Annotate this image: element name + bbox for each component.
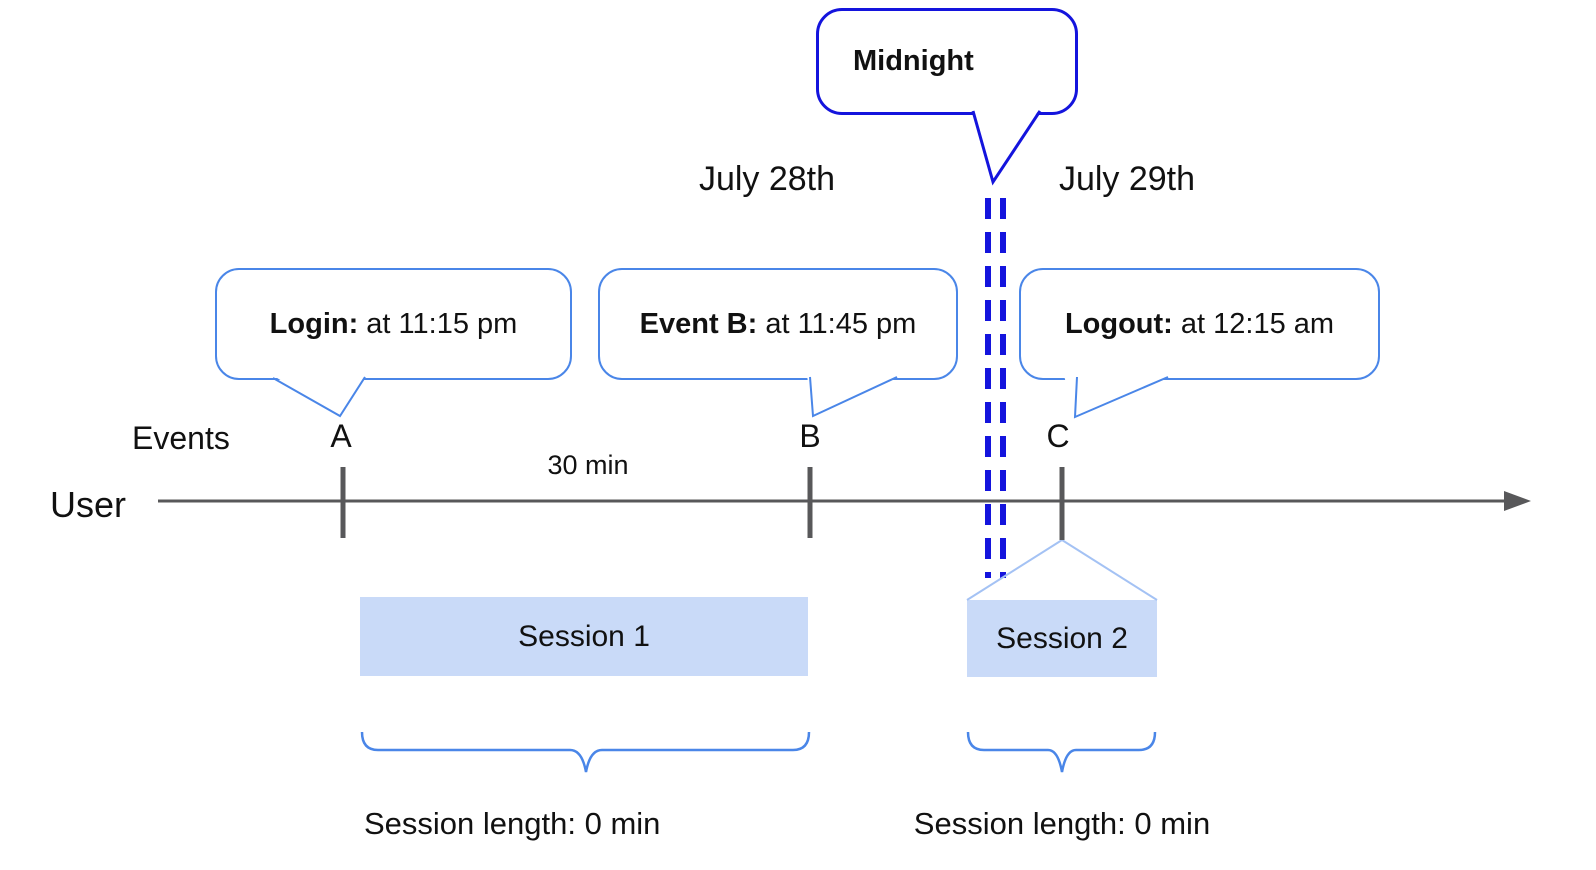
event-marker-a: A xyxy=(330,418,352,454)
logout-callout-title: Logout: xyxy=(1064,307,1173,340)
login-callout-time: at 11:15 pm xyxy=(358,307,518,340)
event-b-callout-time: at 11:45 pm xyxy=(757,307,917,340)
user-axis-label: User xyxy=(50,484,127,525)
midnight-callout-tail xyxy=(971,108,1042,186)
session-2-label: Session 2 xyxy=(996,621,1128,655)
event-b-callout-tail xyxy=(807,375,899,418)
session-1-brace xyxy=(360,731,811,773)
session-1-box: Session 1 xyxy=(360,597,808,676)
midnight-callout-label: Midnight xyxy=(853,45,974,77)
session-2-length-label: Session length: 0 min xyxy=(913,806,1211,841)
date-label-july-28: July 28th xyxy=(698,160,836,198)
interval-label-30-min: 30 min xyxy=(547,450,629,480)
date-label-july-29: July 29th xyxy=(1058,160,1196,198)
timeline-arrowhead xyxy=(1504,491,1531,511)
logout-callout-tail xyxy=(1064,375,1170,419)
logout-callout: Logout: at 12:15 am xyxy=(1019,268,1380,380)
logout-callout-time: at 12:15 am xyxy=(1172,307,1335,340)
session-2-wedge-lines xyxy=(966,539,1158,601)
midnight-dashed-line xyxy=(985,198,1006,578)
login-callout-tail xyxy=(272,375,367,418)
events-row-label: Events xyxy=(132,420,230,456)
login-callout: Login: at 11:15 pm xyxy=(215,268,572,380)
event-tick-marks xyxy=(340,467,1065,540)
midnight-callout: Midnight xyxy=(816,8,1078,115)
session-1-length-label: Session length: 0 min xyxy=(364,806,661,841)
session-2-brace xyxy=(966,731,1157,773)
login-callout-title: Login: xyxy=(269,307,359,340)
session-1-label: Session 1 xyxy=(518,619,650,653)
event-marker-b: B xyxy=(799,418,821,454)
session-2-box: Session 2 xyxy=(967,600,1157,677)
event-b-callout-title: Event B: xyxy=(639,307,758,340)
timeline-axis xyxy=(158,491,1531,511)
event-marker-c: C xyxy=(1046,418,1070,454)
event-b-callout: Event B: at 11:45 pm xyxy=(598,268,958,380)
